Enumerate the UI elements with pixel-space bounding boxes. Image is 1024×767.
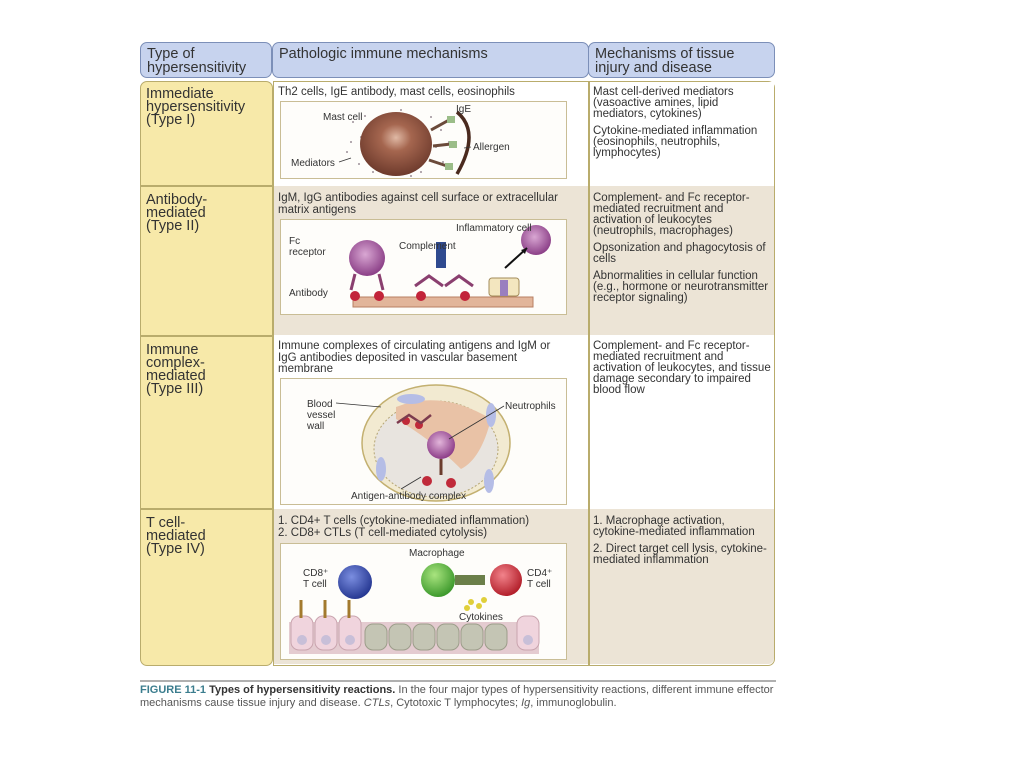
inflammatory-cell bbox=[521, 225, 551, 255]
type-divider bbox=[140, 185, 273, 187]
mechanism-text-2: IgM, IgG antibodies against cell surface… bbox=[278, 192, 558, 216]
tissue-item: 2. Direct target cell lysis, cytokine-me… bbox=[593, 543, 767, 566]
tissue-item: Complement- and Fc receptor-mediated rec… bbox=[593, 340, 771, 396]
label-inflammatory-cell: Inflammatory cell bbox=[456, 223, 532, 234]
tissue-cell-1: Mast cell-derived mediators (vasoactive … bbox=[593, 86, 773, 165]
label-allergen: Allergen bbox=[473, 142, 510, 153]
antibody-mediated-diagram: Inflammatory cell Fc receptor Complement… bbox=[289, 223, 551, 308]
label-mast-cell: Mast cell bbox=[323, 112, 362, 123]
type-divider bbox=[140, 508, 273, 510]
svg-text:wall: wall bbox=[306, 421, 324, 432]
label-fc-receptor: Fc bbox=[289, 236, 300, 247]
figure-title: Types of hypersensitivity reactions. bbox=[209, 684, 396, 696]
label-macrophage: Macrophage bbox=[409, 548, 465, 559]
tissue-item: Mast cell-derived mediators (vasoactive … bbox=[593, 86, 734, 120]
figure-caption: FIGURE 11-1 Types of hypersensitivity re… bbox=[140, 684, 780, 709]
tissue-item: Cytokine-mediated inflammation (eosinoph… bbox=[593, 125, 758, 159]
label-blood-vessel-wall: Blood bbox=[307, 399, 333, 410]
neutrophil bbox=[427, 431, 455, 459]
type-cell-4: T cell-mediated (Type IV) bbox=[146, 515, 206, 557]
type-divider bbox=[140, 335, 273, 337]
table-body-frame bbox=[273, 81, 775, 666]
column-divider bbox=[588, 81, 590, 666]
mast-cell-diagram: Mast cell IgE Allergen Mediators bbox=[291, 104, 510, 177]
phagocyte-cell bbox=[349, 240, 385, 276]
illustration-type-2: Inflammatory cell Fc receptor Complement… bbox=[280, 219, 567, 315]
caption-abbr-ctls: CTLs bbox=[363, 696, 391, 709]
tissue-item: Abnormalities in cellular function (e.g.… bbox=[593, 270, 769, 304]
svg-text:T cell: T cell bbox=[527, 579, 551, 590]
type-cell-2: Antibody-mediated (Type II) bbox=[146, 192, 208, 234]
illustration-type-4: Macrophage CD8⁺ T cell CD4⁺ T cell Cytok… bbox=[280, 543, 567, 660]
caption-divider bbox=[140, 680, 776, 682]
mechanism-text-4: 1. CD4+ T cells (cytokine-mediated infla… bbox=[278, 515, 584, 539]
header-tissue-injury: Mechanisms of tissue injury and disease bbox=[588, 42, 775, 78]
tissue-cell-3: Complement- and Fc receptor-mediated rec… bbox=[593, 340, 773, 402]
cd8-t-cell bbox=[338, 565, 372, 599]
label-neutrophils: Neutrophils bbox=[505, 401, 556, 412]
type-cell-3: Immune complex-mediated (Type III) bbox=[146, 342, 206, 397]
caption-abbr-ig: Ig bbox=[521, 696, 531, 709]
immune-complex-diagram: Blood vessel wall Neutrophils Antigen-an… bbox=[306, 384, 556, 502]
svg-text:T cell: T cell bbox=[303, 579, 327, 590]
svg-text:receptor: receptor bbox=[289, 247, 326, 258]
mechanism-item: 2. CD8+ CTLs (T cell-mediated cytolysis) bbox=[278, 526, 488, 539]
caption-text: In the four major types of hypersensitiv… bbox=[140, 684, 774, 709]
cell-surface bbox=[352, 296, 534, 308]
label-antibody: Antibody bbox=[289, 288, 328, 299]
illustration-type-1: Mast cell IgE Allergen Mediators bbox=[280, 101, 567, 179]
label-cd4-t-cell: CD4⁺ bbox=[527, 568, 552, 579]
label-cytokines: Cytokines bbox=[459, 612, 503, 623]
svg-text:vessel: vessel bbox=[307, 410, 335, 421]
label-mediators: Mediators bbox=[291, 158, 335, 169]
cd4-t-cell bbox=[490, 564, 522, 596]
complement bbox=[436, 242, 446, 268]
mechanism-text-3: Immune complexes of circulating antigens… bbox=[278, 340, 551, 375]
label-cd8-t-cell: CD8⁺ bbox=[303, 568, 328, 579]
mast-cell bbox=[360, 112, 432, 176]
tissue-item: Opsonization and phagocytosis of cells bbox=[593, 242, 766, 265]
tissue-cell-2: Complement- and Fc receptor-mediated rec… bbox=[593, 192, 773, 310]
caption-abbr-ctls-def: , Cytotoxic T lymphocytes; bbox=[390, 696, 522, 709]
tissue-cell-4: 1. Macrophage activation, cytokine-media… bbox=[593, 515, 773, 572]
mechanism-item: 1. CD4+ T cells (cytokine-mediated infla… bbox=[278, 515, 530, 527]
label-complement: Complement bbox=[399, 241, 456, 252]
label-antigen-antibody-complex: Antigen-antibody complex bbox=[351, 491, 466, 502]
figure-number: FIGURE 11-1 bbox=[140, 684, 207, 696]
tissue-item: 1. Macrophage activation, cytokine-media… bbox=[593, 515, 755, 538]
mechanism-text-1: Th2 cells, IgE antibody, mast cells, eos… bbox=[278, 86, 515, 98]
type-column bbox=[140, 81, 273, 666]
allergen bbox=[455, 110, 471, 175]
illustration-type-3: Blood vessel wall Neutrophils Antigen-an… bbox=[280, 378, 567, 505]
macrophage bbox=[421, 563, 455, 597]
header-pathologic-mechanisms: Pathologic immune mechanisms bbox=[272, 42, 589, 78]
type-cell-1: Immediate hypersensitivity (Type I) bbox=[146, 86, 246, 128]
t-cell-mediated-diagram: Macrophage CD8⁺ T cell CD4⁺ T cell Cytok… bbox=[289, 548, 552, 654]
label-ige: IgE bbox=[456, 104, 471, 115]
tissue-item: Complement- and Fc receptor-mediated rec… bbox=[593, 192, 750, 237]
header-type-of-hypersensitivity: Type of hypersensitivity bbox=[140, 42, 272, 78]
caption-abbr-ig-def: , immunoglobulin. bbox=[530, 696, 617, 709]
